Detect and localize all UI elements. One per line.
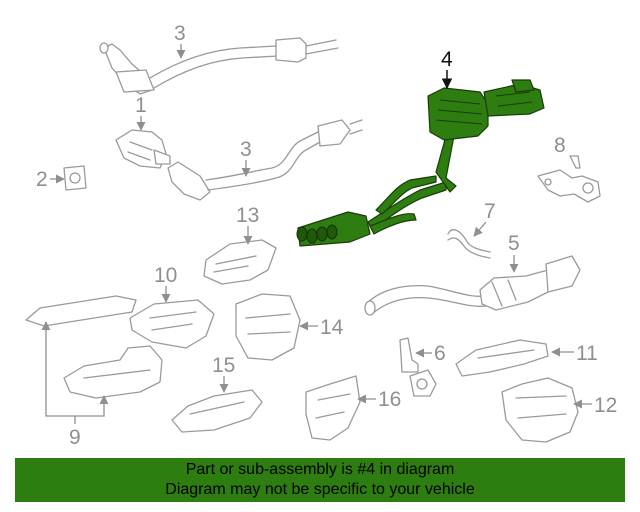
part-5-intermediate-pipe[interactable] [364, 255, 581, 316]
callout-8: 8 [554, 134, 566, 157]
part-7-clamp[interactable] [447, 229, 491, 259]
banner-line-1: Part or sub-assembly is #4 in diagram [185, 461, 455, 478]
part-11-heat-shield[interactable] [455, 339, 549, 377]
banner-line-2: Diagram may not be specific to your vehi… [165, 481, 475, 498]
callout-10: 10 [154, 264, 177, 287]
callout-14: 14 [320, 316, 344, 339]
part-6-hanger[interactable] [399, 337, 437, 397]
callout-5: 5 [508, 232, 520, 255]
part-8-hanger-bracket[interactable] [537, 155, 601, 203]
callout-3-lower: 3 [240, 138, 252, 161]
callout-11: 11 [576, 342, 598, 365]
part-3-front-pipe-lower[interactable] [167, 119, 363, 201]
callout-3-upper: 3 [174, 22, 186, 45]
callout-16: 16 [378, 388, 401, 411]
callout-6: 6 [434, 342, 446, 365]
parts-diagram: 3 1 2 3 4 8 7 5 13 10 14 6 11 15 16 12 9 [25, 22, 617, 449]
callout-2: 2 [36, 168, 48, 191]
part-15-heat-shield[interactable] [171, 389, 263, 433]
callout-7: 7 [484, 200, 496, 223]
callout-13: 13 [236, 204, 259, 227]
callout-9: 9 [69, 426, 81, 449]
part-13-heat-shield[interactable] [203, 239, 277, 285]
callout-4: 4 [441, 48, 453, 71]
part-1-exhaust-manifold[interactable] [115, 129, 171, 169]
part-2-gasket[interactable] [63, 165, 87, 191]
info-banner: Part or sub-assembly is #4 in diagram Di… [15, 458, 625, 502]
part-16-heat-shield[interactable] [305, 375, 361, 441]
part-9-heat-shields[interactable] [25, 295, 163, 399]
callout-15: 15 [212, 354, 235, 377]
part-12-heat-shield[interactable] [501, 377, 579, 443]
callout-12: 12 [594, 394, 617, 417]
part-10-heat-shield[interactable] [129, 299, 215, 349]
callout-1: 1 [135, 94, 147, 117]
part-4-muffler-assembly[interactable] [296, 79, 545, 247]
part-14-heat-shield[interactable] [235, 293, 301, 361]
part-3-front-pipe-upper[interactable] [99, 37, 339, 95]
